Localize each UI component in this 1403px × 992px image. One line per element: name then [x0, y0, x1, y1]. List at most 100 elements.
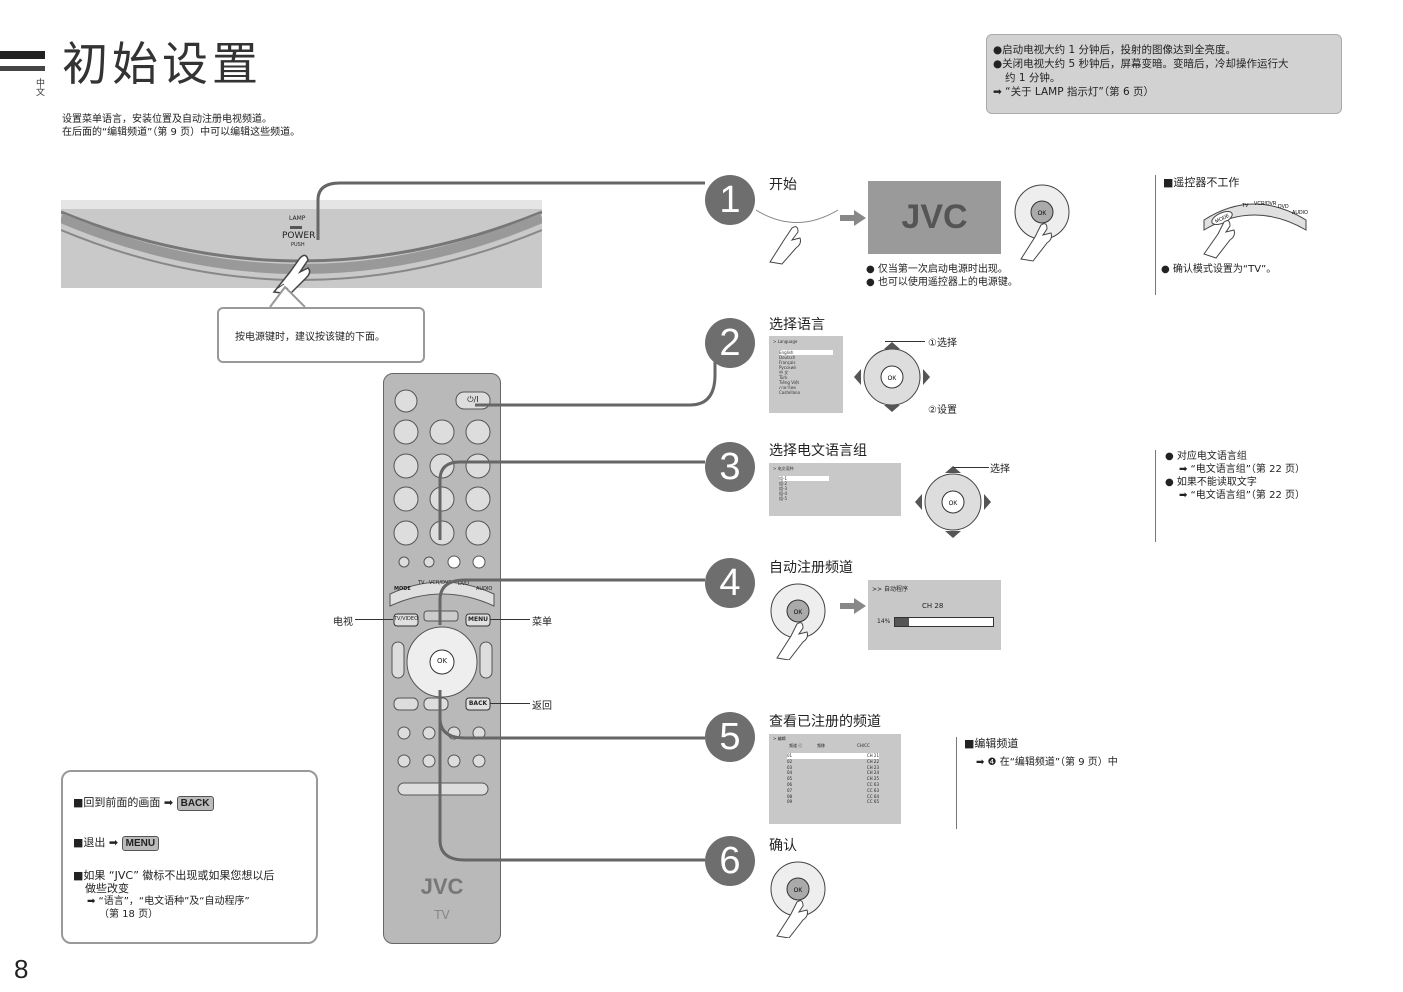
channel-readout: CH 28 [922, 602, 944, 610]
group-option[interactable]: 组-5 [779, 496, 787, 501]
menu-header: > 电文语种 [773, 466, 794, 471]
remote-ok-press-icon: OK [770, 861, 826, 938]
step-6-number: 6 [705, 836, 755, 886]
ok-button[interactable]: OK [436, 657, 448, 665]
step-5-number: 5 [705, 712, 755, 762]
step-5-title: 查看已注册的频道 [769, 714, 881, 730]
language-option[interactable]: Türk [779, 375, 788, 380]
teletext-note: ● 对应电文语言组 [1165, 451, 1247, 462]
tip-back-text: ■回到前面的画面 ➡ [73, 796, 174, 809]
lamp-note-box: ●启动电视大约 1 分钟后，投射的图像达到全亮度。 ●关闭电视大约 5 秒钟后，… [986, 34, 1342, 114]
power-button[interactable]: ⏻/I [467, 395, 479, 404]
table-cell: 09 [787, 799, 793, 805]
menu-label: 菜单 [532, 617, 552, 628]
auto-program-screen: >> 自动程序 CH 28 14% [868, 580, 1001, 650]
back-chip: BACK [176, 796, 214, 811]
arrow-icon [840, 598, 866, 614]
mode-button[interactable]: MODE [394, 586, 411, 592]
jvc-startup-screen: JVC [868, 181, 1001, 254]
table-cell: CH 25 [866, 776, 879, 782]
select-leader-line [885, 341, 925, 342]
teletext-note: ➡ “电文语言组”（第 22 页） [1179, 464, 1306, 475]
svg-text:DVD: DVD [1278, 204, 1289, 210]
page-number: 8 [14, 954, 29, 984]
intro-line: 在后面的“编辑频道”（第 9 页）中可以编辑这些频道。 [62, 127, 301, 138]
table-cell: CH 22 [866, 758, 879, 764]
arrow-icon [840, 210, 866, 226]
table-cell: CH 21 [866, 753, 879, 758]
group-option[interactable]: 组-2 [779, 481, 787, 486]
svg-text:VCR/DVR: VCR/DVR [1254, 201, 1277, 207]
menu-button[interactable]: MENU [468, 616, 488, 623]
group-option[interactable]: 组-4 [779, 491, 787, 496]
select-label: ①选择 [928, 338, 957, 349]
note-line: ●启动电视大约 1 分钟后，投射的图像达到全亮度。 [993, 44, 1237, 56]
edit-channel-note: ➡ ❹ 在“编辑频道”（第 9 页）中 [976, 757, 1118, 768]
step-1-number: 1 [705, 175, 755, 225]
mode-label-vcr: VCR/DVR [429, 580, 452, 586]
mode-label-audio: AUDIO [476, 586, 493, 592]
progress-bar [894, 617, 994, 627]
step-1-title: 开始 [769, 177, 797, 193]
language-option[interactable]: Русский [779, 365, 796, 370]
column-header: 频道 ⓒ [789, 743, 803, 748]
language-option[interactable]: Français [779, 360, 796, 365]
tv-video-button[interactable]: TV/VIDEO [394, 616, 418, 622]
table-row[interactable]: 09 CC 65 [787, 799, 879, 805]
intro-text: 设置菜单语言，安装位置及自动注册电视频道。 在后面的“编辑频道”（第 9 页）中… [62, 113, 300, 139]
table-cell: CC 63 [867, 781, 879, 787]
side-divider [1155, 175, 1156, 295]
back-button[interactable]: BACK [468, 700, 488, 707]
tip-exit: ■退出 ➡ MENU [73, 834, 160, 851]
callout-pointer [269, 285, 306, 308]
dpad-icon: OK [915, 466, 991, 538]
note-line: ➡ “关于 LAMP 指示灯”（第 6 页） [993, 86, 1154, 98]
back-leader-line [490, 703, 530, 704]
push-label: PUSH [291, 242, 305, 248]
svg-text:TV: TV [1242, 203, 1249, 209]
svg-text:OK: OK [888, 376, 897, 382]
progress-fill [895, 618, 909, 626]
step-4-number: 4 [705, 558, 755, 608]
group-option[interactable]: 组-1 [779, 476, 829, 481]
svg-text:OK: OK [949, 501, 958, 507]
menu-leader-line [490, 619, 530, 620]
step-3-number: 3 [705, 442, 755, 492]
language-option[interactable]: Deutsch [779, 355, 796, 360]
mode-label-tv: TV [418, 580, 425, 586]
tv-label: 电视 [333, 617, 353, 628]
column-header: CH/CC [857, 743, 870, 748]
table-cell: CH 24 [866, 770, 879, 776]
language-option[interactable]: Tiếng Việt [779, 380, 800, 385]
menu-header: > Language [773, 339, 798, 344]
language-option[interactable]: 中 文 [779, 370, 789, 375]
table-cell: 03 [787, 764, 793, 770]
tips-box: ■回到前面的画面 ➡ BACK ■退出 ➡ MENU ■如果 “JVC” 徽标不… [61, 770, 318, 944]
language-option[interactable]: Castellano [779, 390, 801, 395]
title-marker [0, 51, 45, 59]
svg-text:AUDIO: AUDIO [1292, 210, 1308, 216]
group-option[interactable]: 组-3 [779, 486, 787, 491]
table-cell: CC 65 [867, 799, 879, 805]
menu-header: > 编辑 [773, 736, 786, 741]
jvc-logo: JVC [901, 198, 968, 236]
dpad-icon: OK [854, 342, 930, 412]
remote-tv-label: TV [434, 908, 450, 922]
language-option[interactable]: ภาษาไทย [779, 385, 796, 390]
language-option[interactable]: English [779, 350, 833, 355]
tip-exit-text: ■退出 ➡ [73, 836, 119, 849]
